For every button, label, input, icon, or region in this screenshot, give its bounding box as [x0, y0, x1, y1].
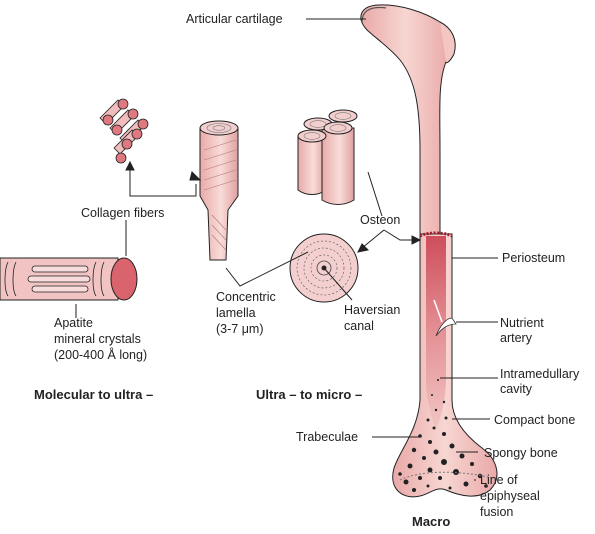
- label-concentric-2: lamella: [216, 306, 256, 320]
- label-apatite-3: (200-400 Å long): [54, 347, 147, 362]
- medullary-cavity: [426, 236, 446, 430]
- spongy-bone-pattern: [398, 379, 488, 492]
- label-line-1: Line of: [480, 473, 518, 487]
- label-haversian-1: Haversian: [344, 303, 400, 317]
- label-nutrient-artery-2: artery: [500, 331, 533, 345]
- label-trabeculae: Trabeculae: [296, 430, 358, 444]
- concentric-lamella-cylinder: [199, 120, 239, 261]
- label-concentric-3: (3-7 μm): [216, 322, 263, 336]
- label-intramedullary-2: cavity: [500, 382, 533, 396]
- femur-upper: [360, 4, 451, 235]
- section-ultra: Ultra – to micro –: [256, 387, 362, 402]
- label-spongy-bone: Spongy bone: [484, 446, 558, 460]
- label-line-2: epiphyseal: [480, 489, 540, 503]
- section-molecular: Molecular to ultra –: [34, 387, 153, 402]
- label-line-3: fusion: [480, 505, 513, 519]
- label-concentric-1: Concentric: [216, 290, 276, 304]
- label-collagen-fibers: Collagen fibers: [81, 206, 164, 220]
- osteon-cluster: [297, 109, 358, 205]
- leader-lines: [75, 18, 498, 481]
- label-haversian-2: canal: [344, 319, 374, 333]
- label-compact-bone: Compact bone: [494, 413, 575, 427]
- label-nutrient-artery-1: Nutrient: [500, 316, 544, 330]
- collagen-fiber-bundle: [99, 98, 149, 164]
- label-apatite-1: Apatite: [54, 316, 93, 330]
- femur-bone: [360, 4, 498, 498]
- apatite-fibril: [0, 257, 138, 301]
- label-apatite-2: mineral crystals: [54, 332, 141, 346]
- label-periosteum: Periosteum: [502, 251, 565, 265]
- label-osteon: Osteon: [360, 213, 400, 227]
- label-articular-cartilage: Articular cartilage: [186, 12, 283, 26]
- section-macro: Macro: [412, 514, 450, 529]
- nutrient-artery: [435, 317, 457, 337]
- label-intramedullary-1: Intramedullary: [500, 367, 580, 381]
